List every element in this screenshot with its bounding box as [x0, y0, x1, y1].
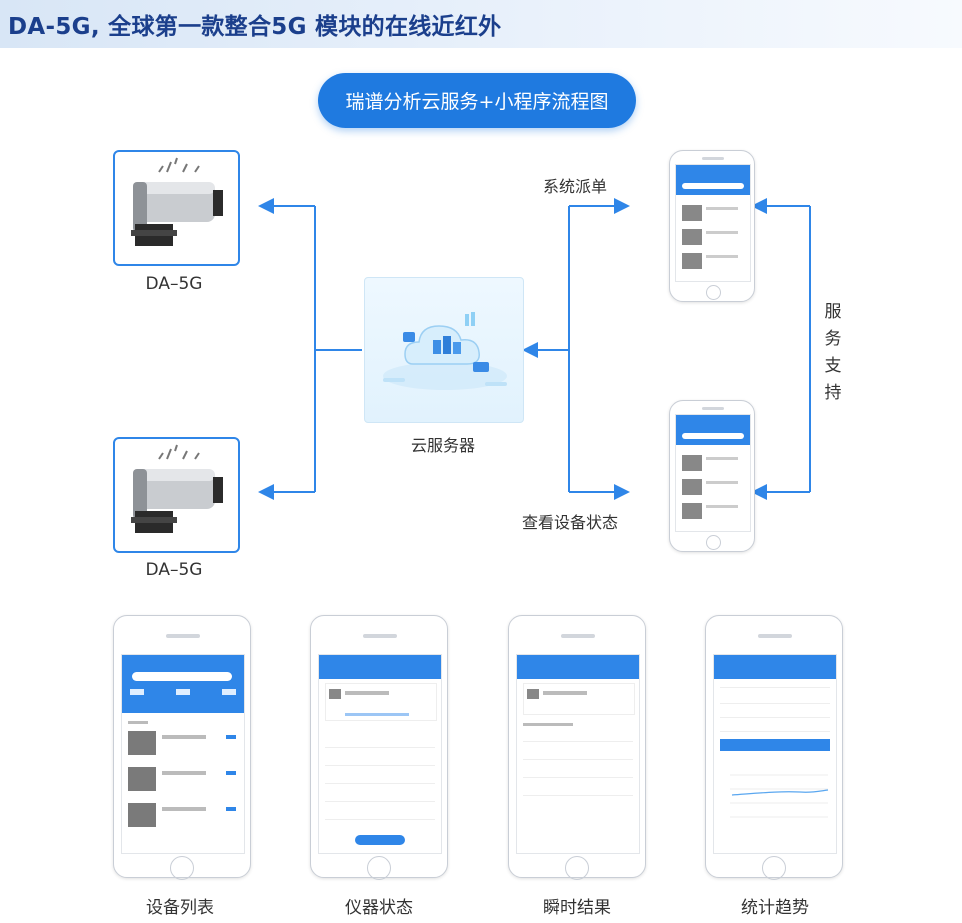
phone-instant-result: [508, 615, 646, 880]
page-title: DA-5G, 全球第一款整合5G 模块的在线近红外: [8, 14, 502, 40]
home-button: [170, 856, 194, 880]
caption-statistical-trend: 统计趋势: [741, 898, 809, 918]
home-button: [706, 285, 721, 300]
phone-screen: [675, 414, 751, 532]
phone-statistical-trend: [705, 615, 843, 880]
service-support-label: 服务支持: [824, 302, 842, 403]
phone-device-list: [113, 615, 251, 880]
home-button: [367, 856, 391, 880]
server-label: 云服务器: [410, 436, 475, 455]
device-label-top: DA–5G: [145, 274, 203, 294]
cloud-server-box: [364, 277, 524, 423]
header-banner: [0, 0, 962, 48]
trend-chart-icon: [730, 774, 829, 818]
analyzer-device-icon: [131, 444, 223, 533]
cloud-server-icon: [383, 312, 507, 390]
phone-status: [669, 400, 755, 552]
phone-screen: [516, 654, 640, 854]
caption-instrument-status: 仪器状态: [345, 898, 413, 918]
phone-instrument-status: [310, 615, 448, 880]
home-button: [762, 856, 786, 880]
dispatch-label: 系统派单: [543, 177, 608, 196]
home-button: [706, 535, 721, 550]
phone-screen: [318, 654, 442, 854]
caption-instant-result: 瞬时结果: [543, 898, 611, 918]
device-label-bottom: DA–5G: [145, 560, 203, 580]
phone-screen: [121, 654, 245, 854]
home-button: [565, 856, 589, 880]
status-check-label: 查看设备状态: [522, 513, 619, 532]
device-da5g-bottom: [113, 437, 240, 553]
flowchart-title-pill: 瑞谱分析云服务+小程序流程图: [318, 73, 636, 128]
phone-screen: [713, 654, 837, 854]
device-da5g-top: [113, 150, 240, 266]
analyzer-device-icon: [131, 157, 223, 246]
phone-dispatch: [669, 150, 755, 302]
phone-screen: [675, 164, 751, 282]
caption-device-list: 设备列表: [146, 898, 214, 918]
